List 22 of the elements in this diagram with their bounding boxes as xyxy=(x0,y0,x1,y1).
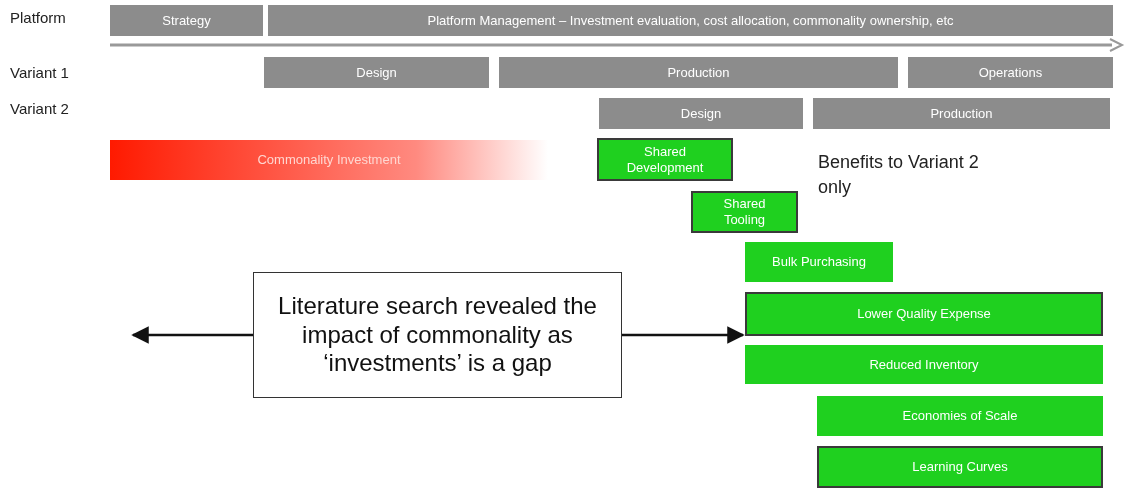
timeline-bar: Operations xyxy=(908,57,1113,88)
arrow xyxy=(131,326,253,344)
timeline-bar: Design xyxy=(599,98,803,129)
callout-box: Literature search revealed the impact of commonality as ‘investments’ is a gap xyxy=(253,272,622,398)
timeline-bar: Production xyxy=(499,57,898,88)
benefit-bar: Reduced Inventory xyxy=(745,345,1103,384)
benefit-bar: Economies of Scale xyxy=(817,396,1103,436)
row-label: Platform xyxy=(10,9,66,26)
investment-bar: Commonality Investment xyxy=(110,140,548,180)
benefit-bar: Shared Tooling xyxy=(691,191,798,233)
note-text: Benefits to Variant 2 only xyxy=(818,151,980,200)
benefit-bar: Bulk Purchasing xyxy=(745,242,893,282)
benefit-bar: Shared Development xyxy=(597,138,733,181)
timeline-bar: Strategy xyxy=(110,5,263,36)
row-label: Variant 2 xyxy=(10,100,69,117)
benefit-bar: Lower Quality Expense xyxy=(745,292,1103,336)
timeline-bar: Platform Management – Investment evaluation, cost allocation, commonality ownership, etc xyxy=(268,5,1113,36)
arrow xyxy=(622,326,745,344)
row-label: Variant 1 xyxy=(10,64,69,81)
timeline-bar: Production xyxy=(813,98,1110,129)
timeline-bar: Design xyxy=(264,57,489,88)
benefit-bar: Learning Curves xyxy=(817,446,1103,488)
